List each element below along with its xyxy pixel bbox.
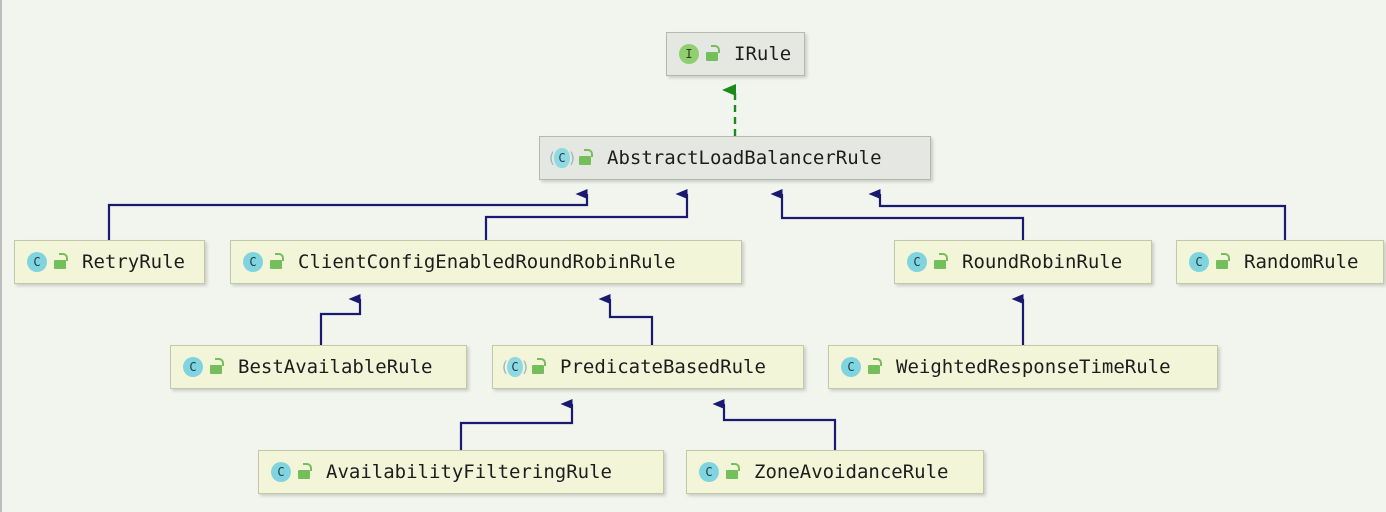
edge-zoneavoidancerule-to-predicatebasedrule bbox=[712, 399, 837, 450]
class-node-label: IRule bbox=[734, 43, 792, 65]
public-unlocked-icon bbox=[530, 356, 548, 378]
class-node-label: RoundRobinRule bbox=[962, 251, 1123, 273]
class-node-label: RandomRule bbox=[1244, 251, 1359, 273]
class-node-label: ZoneAvoidanceRule bbox=[754, 461, 949, 483]
class-node-label: WeightedResponseTimeRule bbox=[896, 356, 1171, 378]
class-node-roundrobinrule[interactable]: C RoundRobinRule bbox=[894, 240, 1152, 284]
class-node-predicatebasedrule[interactable]: ()C PredicateBasedRule bbox=[492, 345, 804, 389]
class-node-availabilityfilteringrule[interactable]: C AvailabilityFilteringRule bbox=[258, 450, 664, 494]
class-icon: C bbox=[24, 249, 50, 275]
public-unlocked-icon bbox=[724, 461, 742, 483]
public-unlocked-icon bbox=[704, 43, 722, 65]
class-node-label: ClientConfigEnabledRoundRobinRule bbox=[298, 251, 676, 273]
class-icon: C bbox=[268, 459, 294, 485]
public-unlocked-icon bbox=[866, 356, 884, 378]
abstract-class-icon: ()C bbox=[549, 148, 575, 168]
class-node-label: AvailabilityFilteringRule bbox=[326, 461, 612, 483]
class-node-weightedresponsetimerule[interactable]: C WeightedResponseTimeRule bbox=[828, 345, 1218, 389]
public-unlocked-icon bbox=[932, 251, 950, 273]
public-unlocked-icon bbox=[208, 356, 226, 378]
class-node-irule[interactable]: I IRule bbox=[666, 32, 805, 76]
class-icon: C bbox=[180, 354, 206, 380]
class-node-label: BestAvailableRule bbox=[238, 356, 433, 378]
class-icon: C bbox=[1186, 249, 1212, 275]
abstract-class-icon: ()C bbox=[502, 357, 528, 377]
public-unlocked-icon bbox=[52, 251, 70, 273]
public-unlocked-icon bbox=[577, 147, 595, 169]
public-unlocked-icon bbox=[296, 461, 314, 483]
class-node-abstractloadbalancerrule[interactable]: ()C AbstractLoadBalancerRule bbox=[539, 136, 931, 180]
class-icon: C bbox=[838, 354, 864, 380]
class-node-label: AbstractLoadBalancerRule bbox=[607, 147, 882, 169]
public-unlocked-icon bbox=[268, 251, 286, 273]
class-node-bestavailablerule[interactable]: C BestAvailableRule bbox=[170, 345, 467, 389]
interface-icon: I bbox=[676, 41, 702, 67]
class-node-clientconfigenabledroundrobinrule[interactable]: C ClientConfigEnabledRoundRobinRule bbox=[230, 240, 742, 284]
edge-bestavailablerule-to-clientconfigenabledroundrobinrule bbox=[319, 294, 362, 345]
edge-retryrule-to-abstractloadbalancerrule bbox=[107, 189, 589, 240]
class-node-label: PredicateBasedRule bbox=[560, 356, 766, 378]
class-icon: C bbox=[904, 249, 930, 275]
public-unlocked-icon bbox=[1214, 251, 1232, 273]
class-node-zoneavoidancerule[interactable]: C ZoneAvoidanceRule bbox=[686, 450, 984, 494]
class-node-label: RetryRule bbox=[82, 251, 185, 273]
edge-availabilityfilteringrule-to-predicatebasedrule bbox=[459, 399, 574, 450]
edge-predicatebasedrule-to-clientconfigenabledroundrobinrule bbox=[598, 294, 654, 345]
edge-randomrule-to-abstractloadbalancerrule bbox=[868, 189, 1287, 240]
edge-clientconfigenabledroundrobinrule-to-abstractloadbalancerrule bbox=[484, 189, 689, 240]
class-icon: C bbox=[240, 249, 266, 275]
class-node-randomrule[interactable]: C RandomRule bbox=[1176, 240, 1384, 284]
class-icon: C bbox=[696, 459, 722, 485]
class-node-retryrule[interactable]: C RetryRule bbox=[14, 240, 205, 284]
edge-roundrobinrule-to-abstractloadbalancerrule bbox=[770, 189, 1025, 240]
